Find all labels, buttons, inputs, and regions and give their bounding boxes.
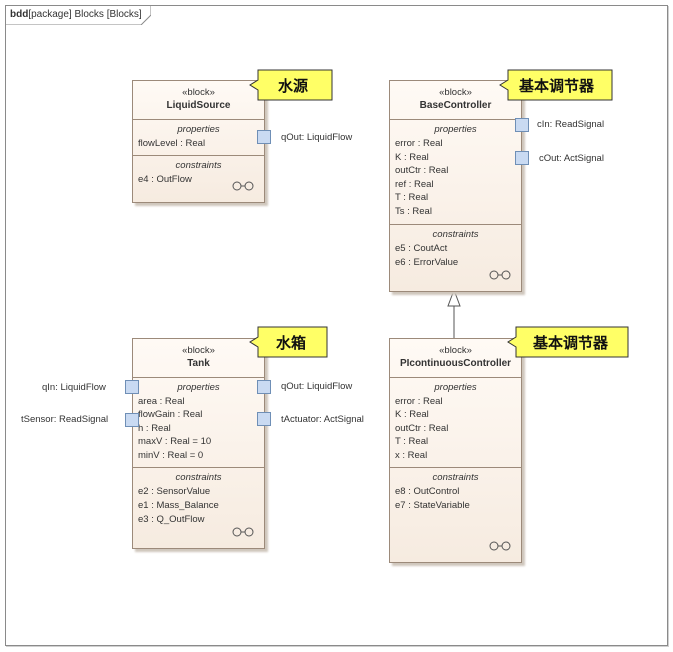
port-label: cIn: ReadSignal xyxy=(537,119,605,130)
compartment-divider xyxy=(390,377,521,378)
callout-shape xyxy=(507,326,629,358)
property-item: T : Real xyxy=(395,436,429,447)
block-picontinuouscontroller[interactable]: «block» PIcontinuousController propertie… xyxy=(389,338,522,563)
property-item: x : Real xyxy=(395,450,428,461)
property-item: area : Real xyxy=(138,396,185,407)
properties-title: properties xyxy=(434,124,477,135)
property-item: h : Real xyxy=(138,423,171,434)
property-item: minV : Real = 0 xyxy=(138,450,204,461)
constraint-item: e1 : Mass_Balance xyxy=(138,500,219,511)
port-basecontroller-cout[interactable] xyxy=(515,151,529,165)
properties-title: properties xyxy=(434,382,477,393)
callout-tank: 水箱 xyxy=(249,326,328,358)
constraint-item: e3 : Q_OutFlow xyxy=(138,514,205,525)
constraint-item: e7 : StateVariable xyxy=(395,500,470,511)
frame-title-text: [package] Blocks [Blocks] xyxy=(28,9,142,20)
property-item: T : Real xyxy=(395,192,429,203)
property-item: K : Real xyxy=(395,409,429,420)
block-basecontroller[interactable]: «block» BaseController properties error … xyxy=(389,80,522,292)
port-tank-qin[interactable] xyxy=(125,380,139,394)
port-label: cOut: ActSignal xyxy=(539,153,604,164)
frame-prefix: bdd xyxy=(10,9,29,20)
block-stereotype: «block» xyxy=(182,87,215,98)
block-stereotype: «block» xyxy=(182,345,215,356)
block-stereotype: «block» xyxy=(439,87,472,98)
block-name: Tank xyxy=(187,358,210,369)
constraints-title: constraints xyxy=(432,229,479,240)
block-stereotype: «block» xyxy=(439,345,472,356)
frame-title: bdd[package] Blocks [Blocks] xyxy=(10,9,142,20)
callout-liquidsource: 水源 xyxy=(249,69,333,101)
glasses-icon xyxy=(232,181,254,191)
constraint-item: e6 : ErrorValue xyxy=(395,257,459,268)
port-label: qIn: LiquidFlow xyxy=(42,382,106,393)
property-item: flowGain : Real xyxy=(138,409,203,420)
property-item: error : Real xyxy=(395,396,443,407)
callout-basecontroller: 基本调节器 xyxy=(499,69,613,101)
callout-shape xyxy=(499,69,613,101)
block-name: PIcontinuousController xyxy=(399,358,512,369)
properties-title: properties xyxy=(177,124,220,135)
compartment-divider xyxy=(133,155,264,156)
constraints-title: constraints xyxy=(175,160,222,171)
glasses-icon xyxy=(232,527,254,537)
callout-shape xyxy=(249,69,333,101)
port-label: tSensor: ReadSignal xyxy=(21,414,109,425)
callout-text: 基本调节器 xyxy=(533,335,609,352)
compartment-divider xyxy=(390,119,521,120)
property-item: Ts : Real xyxy=(395,206,432,217)
port-tank-tsensor[interactable] xyxy=(125,413,139,427)
compartment-divider xyxy=(390,224,521,225)
constraint-item: e8 : OutControl xyxy=(395,486,460,497)
constraints-title: constraints xyxy=(432,472,479,483)
glasses-icon xyxy=(489,541,511,551)
block-name: BaseController xyxy=(419,100,492,111)
port-basecontroller-cin[interactable] xyxy=(515,118,529,132)
compartment-divider xyxy=(390,467,521,468)
callout-text: 水箱 xyxy=(276,335,307,352)
block-liquidsource[interactable]: «block» LiquidSource properties flowLeve… xyxy=(132,80,265,203)
constraints-title: constraints xyxy=(175,472,222,483)
port-tank-qout[interactable] xyxy=(257,380,271,394)
port-liquidsource-qout[interactable] xyxy=(257,130,271,144)
port-label: qOut: LiquidFlow xyxy=(281,381,353,392)
callout-picontroller: 基本调节器 xyxy=(507,326,629,358)
constraint-item: e5 : CoutAct xyxy=(395,243,448,254)
port-label: tActuator: ActSignal xyxy=(281,414,364,425)
block-tank[interactable]: «block» Tank properties area : Real flow… xyxy=(132,338,265,549)
property-item: flowLevel : Real xyxy=(138,138,206,149)
property-item: error : Real xyxy=(395,138,443,149)
glasses-icon xyxy=(489,270,511,280)
block-name: LiquidSource xyxy=(166,100,231,111)
callout-text: 水源 xyxy=(278,78,309,95)
properties-title: properties xyxy=(177,382,220,393)
constraint-item: e4 : OutFlow xyxy=(138,174,192,185)
compartment-divider xyxy=(133,119,264,120)
diagram-frame xyxy=(5,5,668,646)
property-item: outCtr : Real xyxy=(395,423,449,434)
compartment-divider xyxy=(133,377,264,378)
compartment-divider xyxy=(133,467,264,468)
property-item: ref : Real xyxy=(395,179,434,190)
frame-name-tab xyxy=(5,5,151,25)
callout-shape xyxy=(249,326,328,358)
property-item: outCtr : Real xyxy=(395,165,449,176)
callout-text: 基本调节器 xyxy=(519,78,595,95)
port-label: qOut: LiquidFlow xyxy=(281,132,353,143)
property-item: K : Real xyxy=(395,152,429,163)
constraint-item: e2 : SensorValue xyxy=(138,486,211,497)
property-item: maxV : Real = 10 xyxy=(138,436,212,447)
generalization-arrow[interactable] xyxy=(440,285,470,340)
port-tank-tactuator[interactable] xyxy=(257,412,271,426)
